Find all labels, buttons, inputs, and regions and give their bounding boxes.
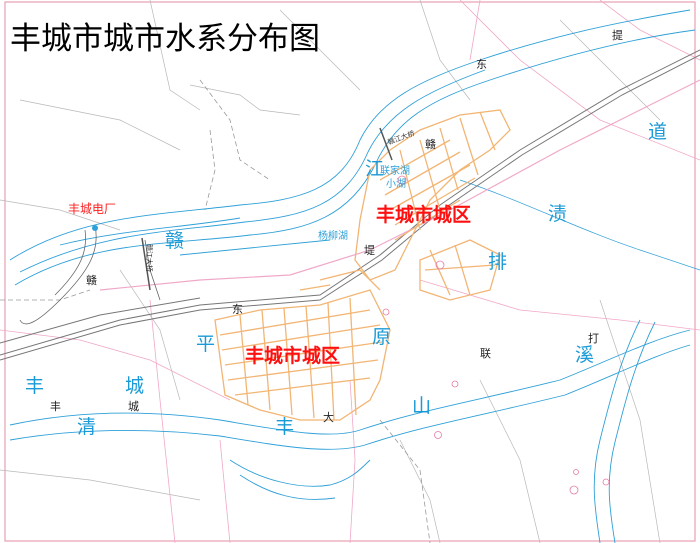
main-highways [0, 49, 700, 361]
drainage-canal [459, 179, 700, 271]
power-plant-tracks [19, 224, 161, 325]
urban-grid-south [214, 269, 391, 421]
power-plant-marker [92, 225, 98, 231]
river-label-cheng: 城 [125, 375, 145, 397]
map-label-dong-mid: 东 [232, 303, 243, 316]
map-label-dong-top: 东 [476, 58, 487, 71]
qingfeng-river [9, 329, 691, 500]
river-label-pai: 排 [488, 251, 508, 273]
map-title: 丰城市城市水系分布图 [10, 21, 320, 57]
map-label-lian: 联 [480, 347, 491, 360]
pink-highway [99, 79, 700, 291]
map-label-feng-small: 丰 [50, 400, 61, 413]
river-label-feng: 丰 [25, 375, 45, 397]
map-label-cheng-small: 城 [128, 400, 139, 413]
map-label-gan-left: 赣 [86, 274, 97, 287]
river-label-shan: 山 [412, 395, 432, 417]
map-label-di-mid: 堤 [364, 244, 375, 257]
river-label-dao: 道 [648, 121, 668, 143]
river-label-feng-2: 丰 [275, 416, 295, 438]
map-label-di-top: 提 [612, 29, 623, 42]
river-label-gan-jiang-1: 江 [365, 158, 385, 180]
urban-zone-label-south: 丰城市城区 [245, 345, 341, 367]
background-roads [0, 0, 661, 543]
map-markers [382, 175, 610, 495]
urban-zone-label-north: 丰城市城区 [376, 204, 472, 226]
map-frame [4, 1, 696, 542]
river-label-ping: 平 [196, 333, 216, 355]
lake-label-small: 小湖 [386, 179, 406, 190]
bridge-lines [141, 127, 393, 291]
river-label-qing: 清 [77, 416, 97, 438]
urban-grid-north [354, 109, 511, 301]
river-label-xi: 溪 [575, 344, 595, 366]
xi-river [593, 319, 656, 543]
map-label-gan-top: 赣 [425, 138, 436, 151]
power-plant-label: 丰城电厂 [68, 202, 117, 216]
river-label-gan-left: 赣 [165, 230, 185, 252]
river-label-zi: 渍 [548, 203, 568, 225]
map-label-da: 大 [323, 411, 334, 424]
lake-label-lianjia: 联家湖 [380, 166, 410, 177]
lake-label-yangliu: 杨柳湖 [318, 231, 348, 242]
river-label-yuan: 原 [372, 326, 392, 348]
dashed-boundaries [0, 79, 431, 543]
map-label-da2: 打 [588, 332, 599, 345]
gan-river [9, 9, 696, 286]
bridge-label-west: 赣江大桥 [145, 244, 153, 272]
